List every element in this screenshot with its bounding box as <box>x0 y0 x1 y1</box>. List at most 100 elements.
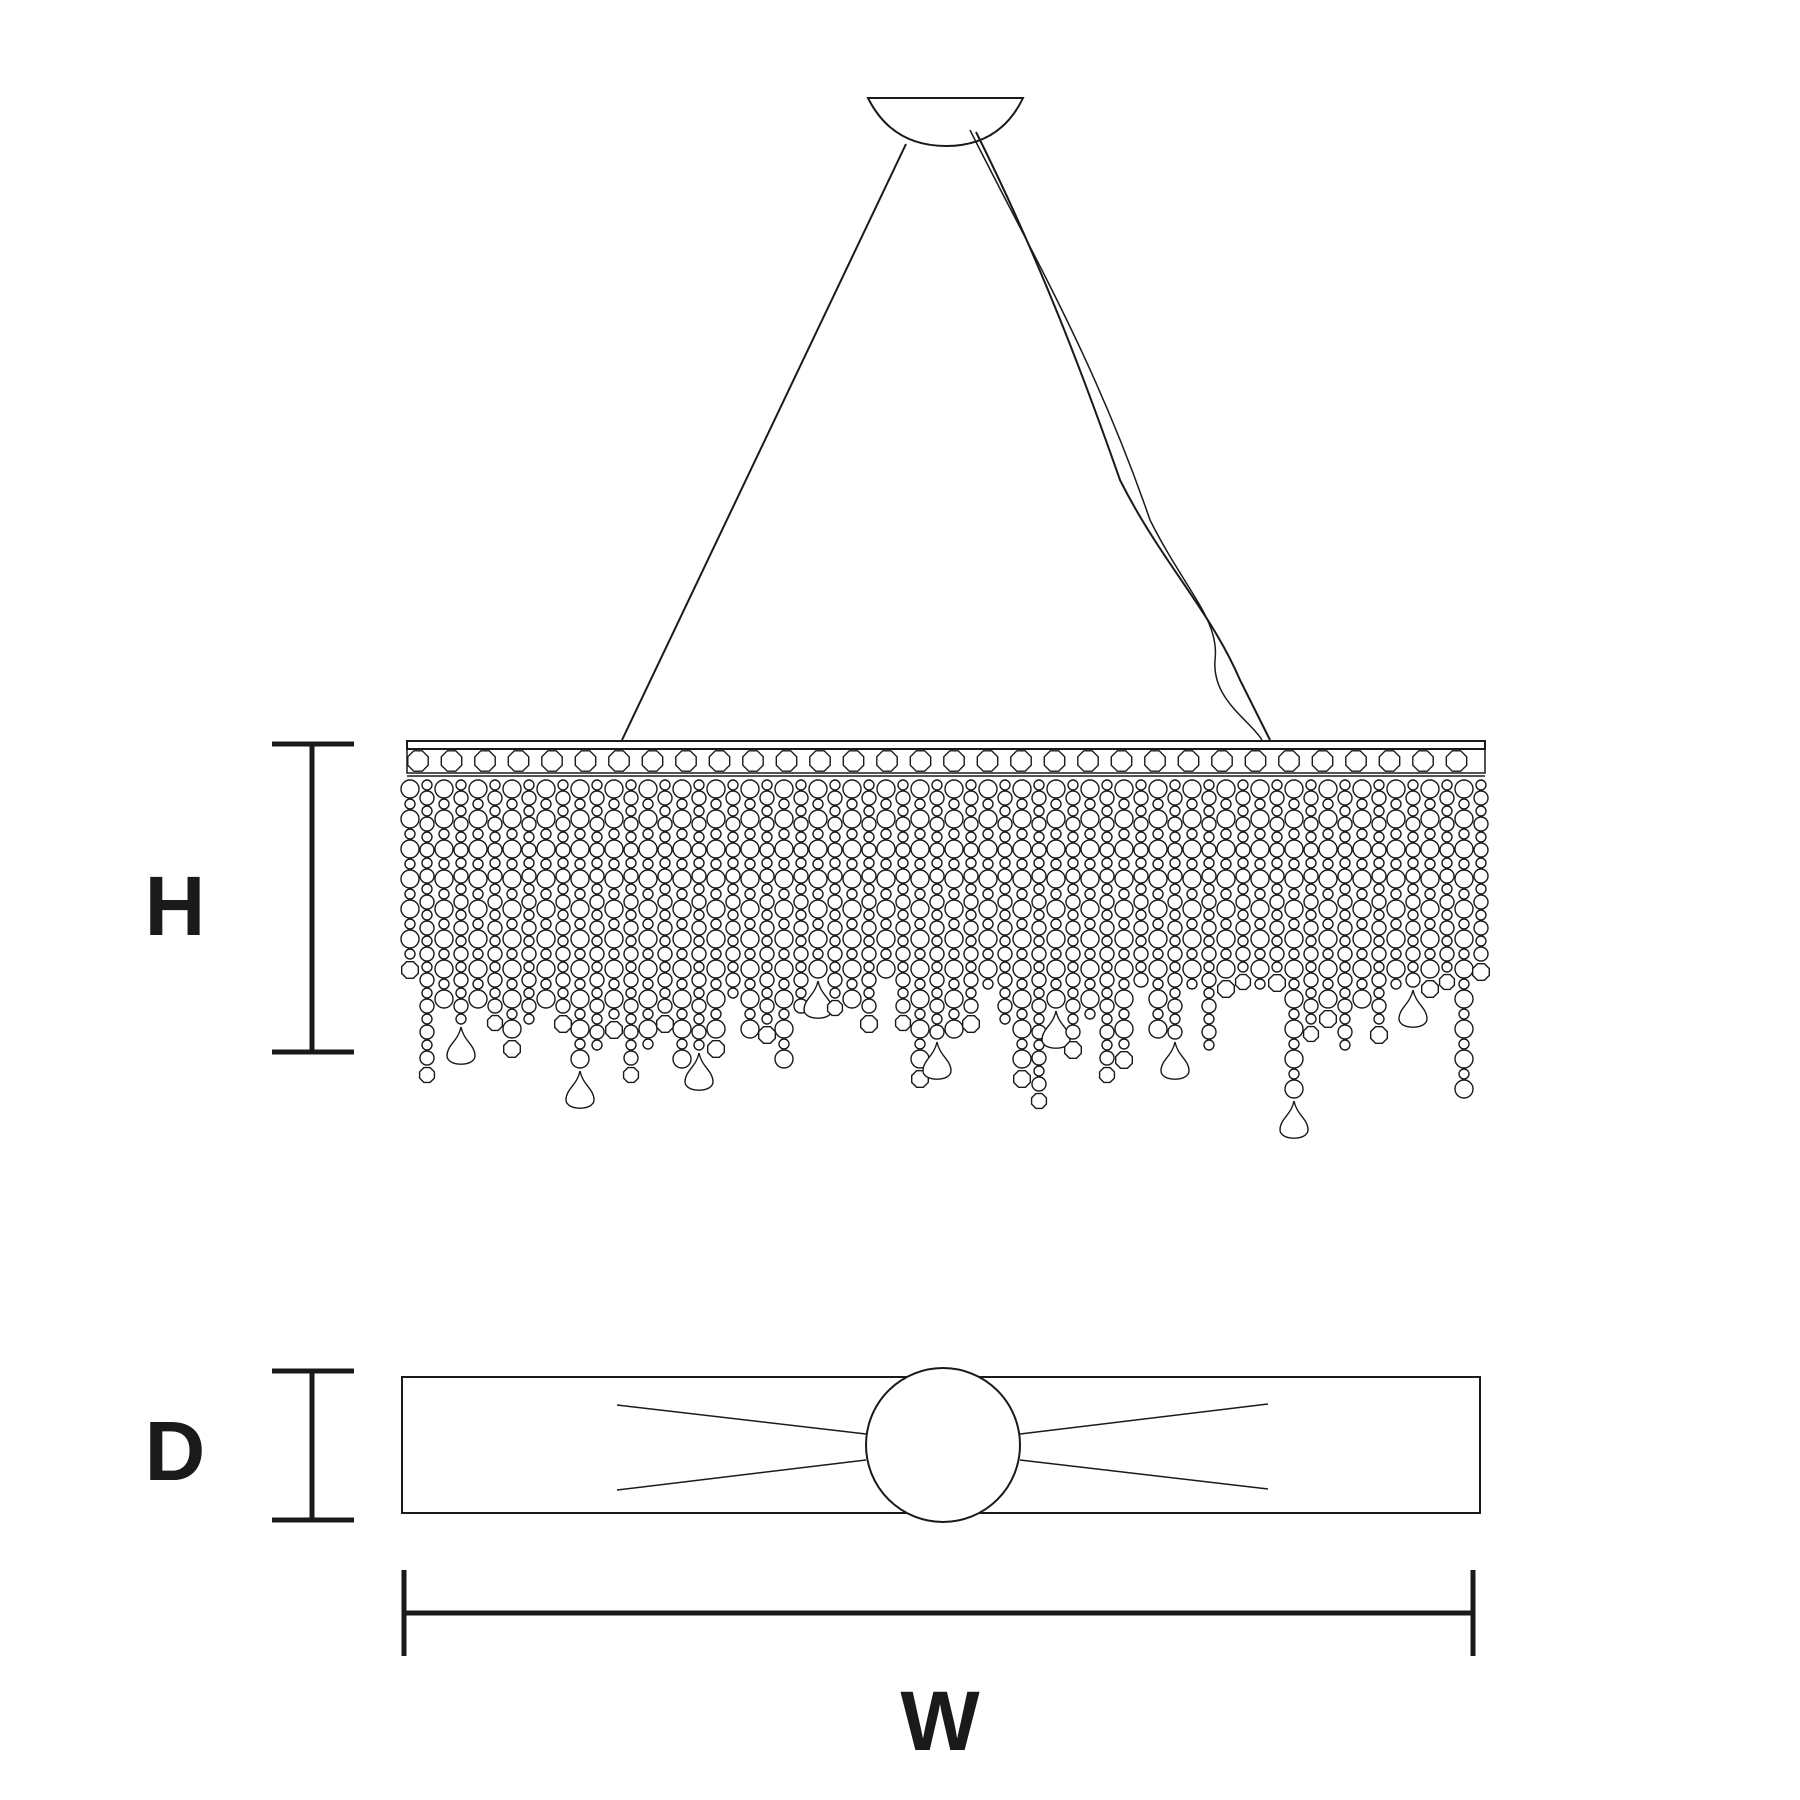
bead-crystal <box>963 868 979 884</box>
bead-crystal <box>608 798 620 810</box>
bead-crystal <box>521 946 537 962</box>
bead-crystal <box>1237 935 1249 947</box>
bead-crystal <box>591 987 603 999</box>
bead-crystal <box>1390 978 1402 990</box>
bead-crystal <box>521 998 537 1014</box>
bead-crystal <box>1373 857 1385 869</box>
bead-crystal <box>591 961 603 973</box>
bead-crystal <box>727 857 739 869</box>
bead-crystal <box>1390 888 1402 900</box>
bead-crystal <box>659 883 671 895</box>
bead-crystal <box>1118 978 1130 990</box>
octagon-crystal <box>876 750 898 772</box>
bead-crystal <box>1271 805 1283 817</box>
bead-crystal <box>863 831 875 843</box>
bead-crystal <box>1182 809 1202 829</box>
bead-crystal <box>434 959 454 979</box>
bead-crystal <box>1084 858 1096 870</box>
bead-crystal <box>1318 899 1338 919</box>
bead-crystal <box>982 858 994 870</box>
bead-crystal <box>944 929 964 949</box>
bead-crystal <box>997 894 1013 910</box>
bead-crystal <box>1322 828 1334 840</box>
bead-crystal <box>1148 779 1168 799</box>
bead-crystal <box>693 805 705 817</box>
bead-crystal <box>1305 961 1317 973</box>
bead-crystal <box>434 779 454 799</box>
bead-crystal <box>795 805 807 817</box>
bead-crystal <box>1031 920 1047 936</box>
bead-crystal <box>1182 839 1202 859</box>
bead-crystal <box>1271 857 1283 869</box>
bead-crystal <box>846 828 858 840</box>
bead-crystal <box>846 948 858 960</box>
bead-crystal <box>625 935 637 947</box>
bead-crystal <box>1135 961 1147 973</box>
bead-crystal <box>744 798 756 810</box>
bead-crystal <box>1148 929 1168 949</box>
bead-crystal <box>1371 790 1387 806</box>
bead-crystal <box>453 790 469 806</box>
bead-crystal <box>1101 987 1113 999</box>
bead-crystal <box>591 831 603 843</box>
ceiling-canopy <box>866 97 1025 148</box>
bead-crystal <box>625 805 637 817</box>
bead-crystal <box>1065 1024 1081 1040</box>
bead-crystal <box>774 809 794 829</box>
bead-crystal <box>740 809 760 829</box>
bead-crystal <box>931 1013 943 1025</box>
bead-crystal <box>489 805 501 817</box>
bead-crystal <box>1031 816 1047 832</box>
bead-crystal <box>897 961 909 973</box>
bead-crystal <box>1458 918 1470 930</box>
bead-crystal <box>1271 883 1283 895</box>
bead-crystal <box>570 959 590 979</box>
bead-crystal <box>1420 959 1440 979</box>
bead-crystal <box>659 935 671 947</box>
bead-crystal <box>521 790 537 806</box>
bead-crystal <box>1303 972 1319 988</box>
bead-crystal <box>1114 929 1134 949</box>
bead-crystal <box>608 978 620 990</box>
bead-crystal <box>523 909 535 921</box>
bead-crystal <box>608 828 620 840</box>
bead-crystal <box>506 918 518 930</box>
teardrop-crystal <box>565 1070 595 1109</box>
bead-crystal <box>1152 978 1164 990</box>
bead-crystal <box>1152 828 1164 840</box>
bead-crystal <box>421 779 433 791</box>
bead-crystal <box>1339 987 1351 999</box>
bead-crystal <box>1305 805 1317 817</box>
bead-crystal <box>1407 779 1419 791</box>
bead-crystal <box>759 998 775 1014</box>
bead-crystal <box>1046 899 1066 919</box>
bead-crystal <box>827 894 843 910</box>
bead-crystal <box>740 929 760 949</box>
bead-crystal <box>574 918 586 930</box>
bead-crystal <box>642 828 654 840</box>
bead-crystal <box>489 935 501 947</box>
bead-crystal <box>861 920 877 936</box>
bead-crystal <box>727 987 739 999</box>
octagon-crystal <box>1177 750 1200 772</box>
bead-crystal <box>1016 948 1028 960</box>
bead-crystal <box>1250 899 1270 919</box>
bead-crystal <box>521 868 537 884</box>
bead-crystal <box>793 816 809 832</box>
bead-crystal <box>997 946 1013 962</box>
bead-crystal <box>434 899 454 919</box>
bead-crystal <box>1016 858 1028 870</box>
bead-crystal <box>740 899 760 919</box>
bead-crystal <box>982 888 994 900</box>
bead-crystal <box>1371 946 1387 962</box>
octagon-crystal <box>656 1015 674 1034</box>
bead-crystal <box>1033 805 1045 817</box>
bead-crystal <box>1371 998 1387 1014</box>
bead-crystal <box>523 857 535 869</box>
bead-crystal <box>1065 842 1081 858</box>
bead-crystal <box>999 883 1011 895</box>
bead-crystal <box>880 948 892 960</box>
bead-crystal <box>521 920 537 936</box>
bead-crystal <box>1182 959 1202 979</box>
bead-crystal <box>1067 857 1079 869</box>
